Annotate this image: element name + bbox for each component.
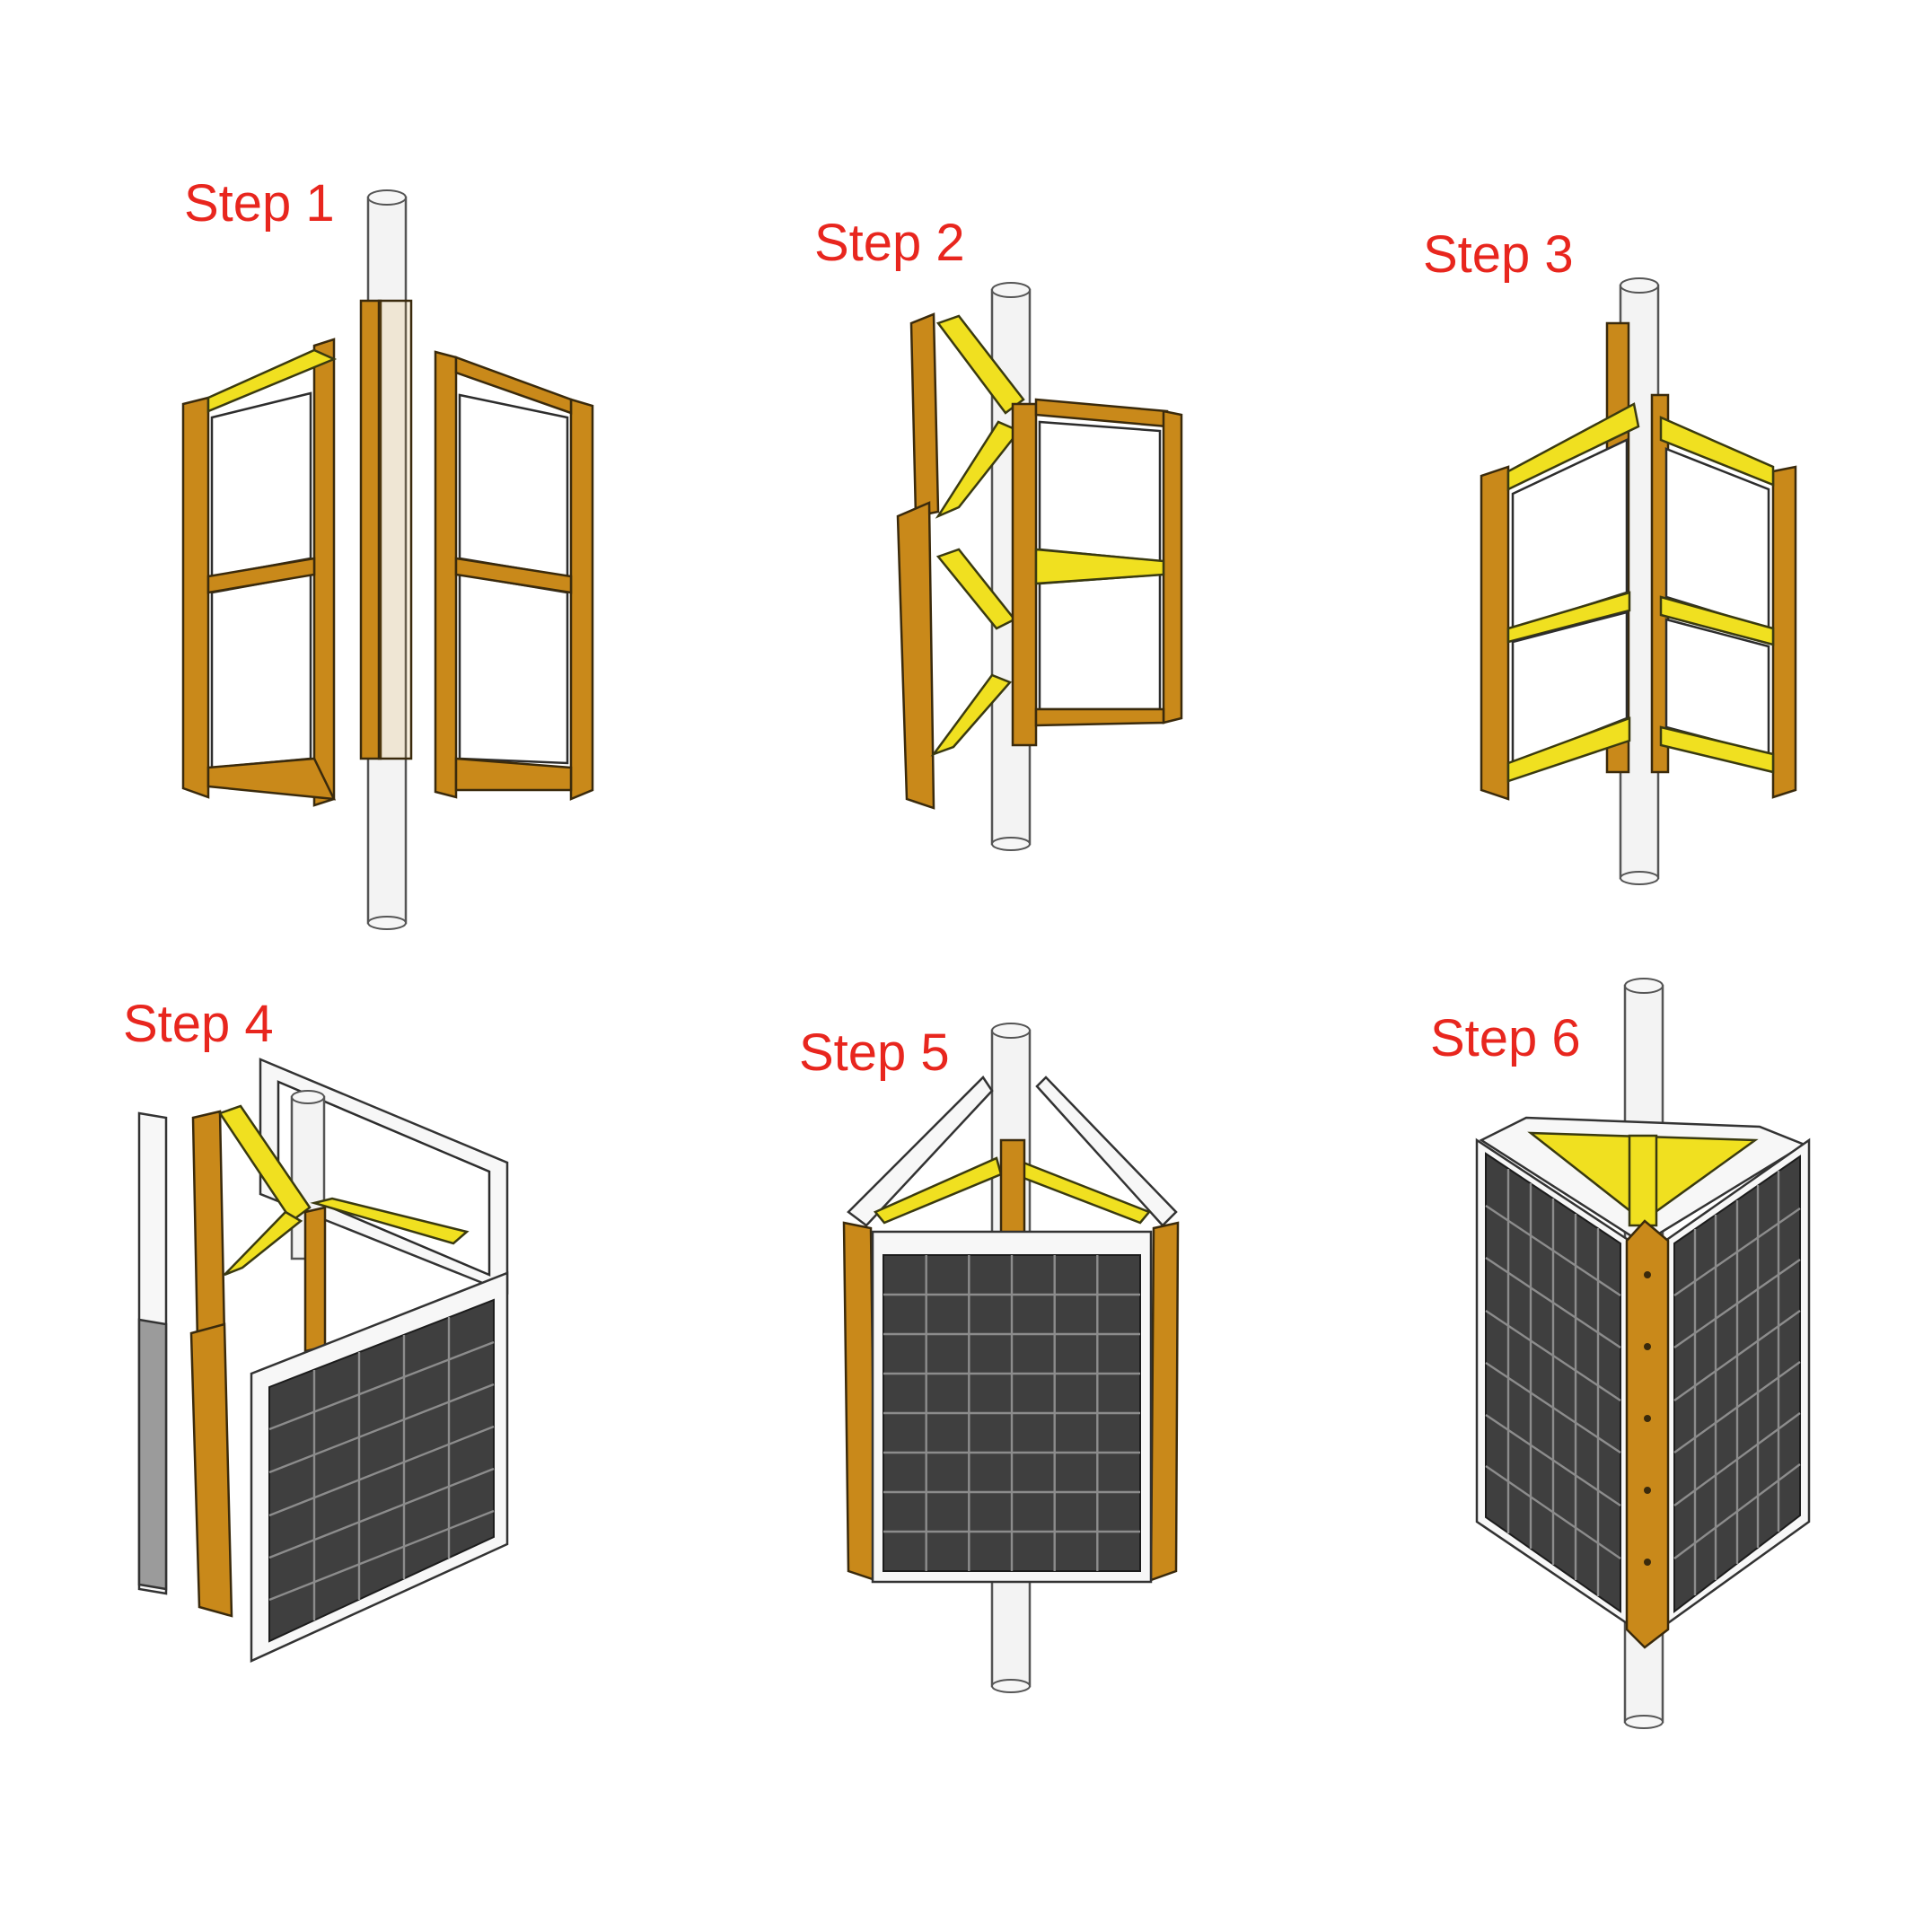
- step-2-center-rail: [1011, 402, 1038, 747]
- step-2-illustration: Step 2: [814, 214, 1183, 851]
- step-3-illustration: Step 3: [1423, 225, 1797, 885]
- step-1-label: Step 1: [184, 174, 335, 233]
- step-5-left-rail: [842, 1221, 877, 1582]
- step-4-solar-panel: [250, 1271, 509, 1663]
- step-5-right-rail: [1149, 1221, 1180, 1582]
- step-3-label: Step 3: [1423, 225, 1574, 284]
- step-6-label: Step 6: [1430, 1009, 1581, 1067]
- step-2-brace: [935, 314, 1025, 415]
- step-6-corner-rail: [1625, 1219, 1670, 1649]
- step-6-illustration: Step 6: [1430, 978, 1811, 1729]
- step-5-left-panel-top: [847, 1076, 994, 1227]
- step-6-left-solar-panel: [1475, 1137, 1631, 1628]
- step-6-right-solar-panel: [1664, 1137, 1811, 1628]
- step-4-illustration: Step 4: [123, 995, 509, 1663]
- step-1-right-frame: [434, 350, 594, 801]
- step-2-rear-frame: [909, 312, 940, 518]
- step-5-illustration: Step 5: [799, 1023, 1180, 1693]
- step-2-front-frame: [896, 501, 935, 810]
- step-5-label: Step 5: [799, 1023, 950, 1082]
- step-5-right-panel-top: [1035, 1076, 1178, 1227]
- step-3-right-frame: [1659, 416, 1797, 799]
- step-1-center-rail: [359, 299, 382, 760]
- step-1-illustration: Step 1: [181, 174, 594, 930]
- step-5-solar-panel: [871, 1230, 1153, 1584]
- step-2-label: Step 2: [814, 214, 965, 272]
- step-3-left-frame: [1480, 402, 1640, 801]
- step-4-label: Step 4: [123, 995, 274, 1053]
- step-2-right-frame: [1034, 398, 1183, 727]
- step-4-left-frame: [191, 1110, 226, 1344]
- step-1-left-frame: [181, 338, 338, 807]
